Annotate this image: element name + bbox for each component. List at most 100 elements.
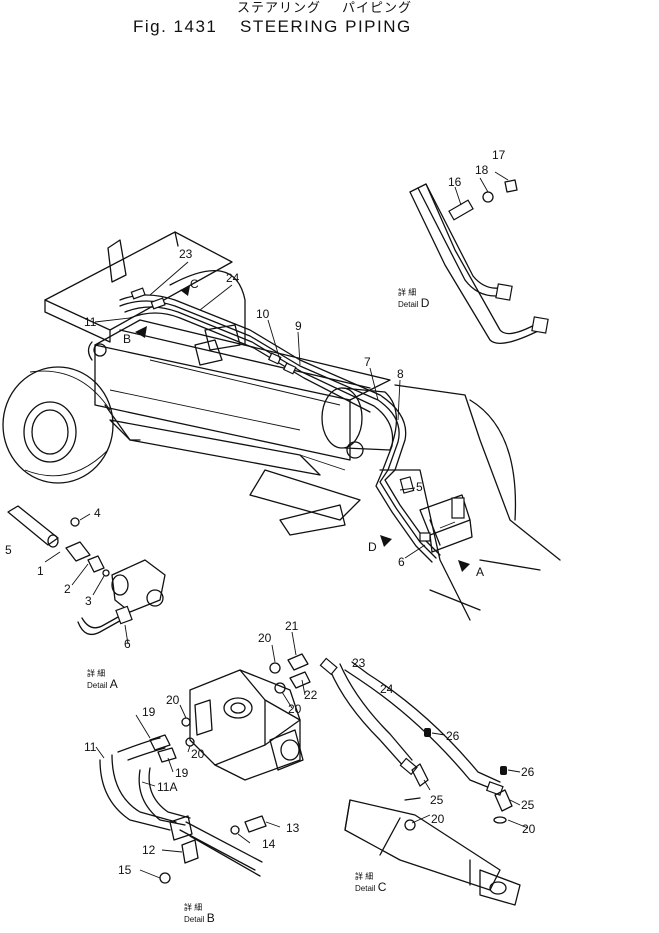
callout-11-detail: 11	[84, 740, 97, 754]
detail-c-text: Detail	[355, 884, 376, 894]
detail-c-view	[319, 657, 529, 906]
detail-parts-1-6	[7, 505, 166, 645]
detail-b-washer-14	[230, 825, 240, 835]
detail-d-jp: 詳 細	[398, 288, 417, 297]
detail-b-text: Detail	[184, 915, 205, 925]
callout-20-a1: 20	[258, 631, 272, 645]
detail-a-letter: A	[109, 677, 118, 692]
detail-c-plug-26	[424, 728, 431, 737]
callout-23-main: 23	[179, 247, 193, 261]
callout-20-a3: 20	[166, 693, 180, 707]
callout-19-b2: 19	[175, 766, 189, 780]
detail-c-hose-24	[344, 669, 496, 791]
detail-b-clamp-12	[181, 839, 199, 864]
detail-a-elbow-22	[289, 671, 311, 689]
view-mark-b: B	[123, 332, 132, 346]
callout-26-c2: 26	[521, 765, 535, 779]
part-5-pipe	[7, 505, 59, 546]
part-2-connector	[87, 555, 105, 573]
view-mark-a: A	[476, 565, 485, 579]
callout-20-a2: 20	[288, 702, 302, 716]
callout-26-c1: 26	[446, 729, 460, 743]
callout-20-c1: 20	[431, 812, 445, 826]
detail-d-bolt-17	[504, 179, 518, 193]
detail-b-hose-11a	[138, 769, 186, 826]
part-3-oring	[102, 569, 110, 577]
callout-5-main: 5	[416, 480, 423, 494]
part-4-nut	[70, 517, 80, 527]
header-jp-steering: ステアリング	[237, 1, 322, 16]
detail-c-hose-23	[329, 669, 406, 769]
callout-4: 4	[94, 506, 101, 520]
tire	[2, 366, 114, 484]
detail-c-elbow-25	[411, 763, 429, 787]
callout-2: 2	[64, 582, 71, 596]
detail-d-view	[409, 171, 549, 344]
callout-25-c1: 25	[430, 793, 444, 807]
rear-frame-bracket	[44, 231, 233, 331]
callout-6-main: 6	[398, 555, 405, 569]
detail-b-view	[95, 714, 281, 884]
callout-17: 17	[492, 148, 506, 162]
callout-10: 10	[256, 307, 270, 321]
detail-b-jp: 詳 細	[184, 903, 203, 912]
detail-a-text: Detail	[87, 681, 108, 691]
callout-1: 1	[37, 564, 44, 578]
detail-b-bolt-13	[244, 815, 267, 833]
callout-16: 16	[448, 175, 462, 189]
detail-a-view	[179, 631, 311, 781]
page-title: STEERING PIPING	[240, 17, 412, 36]
detail-c-letter: C	[377, 880, 387, 895]
hose-10	[119, 300, 437, 559]
tire-hub	[23, 401, 77, 463]
detail-a-jp: 詳 細	[87, 669, 106, 678]
callout-13: 13	[286, 821, 300, 835]
callout-20-a4: 20	[191, 747, 205, 761]
callout-11a: 11A	[157, 780, 178, 794]
callout-12: 12	[142, 843, 156, 857]
callout-6-detail: 6	[124, 637, 131, 651]
detail-b-fitting-19	[149, 734, 171, 751]
callout-19-b1: 19	[142, 705, 156, 719]
callout-15: 15	[118, 863, 132, 877]
callout-14: 14	[262, 837, 276, 851]
header-jp-piping: パイピング	[342, 1, 413, 16]
detail-c-jp: 詳 細	[355, 872, 374, 881]
detail-d-text: Detail	[398, 300, 419, 310]
detail-a-label: 詳 細 Detail A	[87, 669, 118, 692]
callout-20-c2: 20	[522, 822, 536, 836]
callout-18: 18	[475, 163, 489, 177]
callout-23-detail: 23	[352, 656, 366, 670]
main-assembly-view	[2, 231, 561, 621]
steering-block	[111, 559, 166, 613]
hose-9	[119, 294, 441, 556]
figure-number: Fig. 1431	[133, 17, 218, 36]
detail-d-washer-18	[482, 191, 494, 203]
part-1-fitting	[65, 541, 91, 562]
detail-c-label: 詳 細 Detail C	[355, 872, 387, 895]
callout-25-c2: 25	[521, 798, 535, 812]
callout-3: 3	[85, 594, 92, 608]
detail-b-hose-11	[99, 759, 171, 831]
detail-b-label: 詳 細 Detail B	[184, 903, 215, 926]
callout-9: 9	[295, 319, 302, 333]
detail-d-label: 詳 細 Detail D	[398, 288, 430, 311]
callout-24-detail: 24	[380, 682, 394, 696]
detail-a-oring-20	[269, 662, 281, 674]
callout-24-main: 24	[226, 271, 240, 285]
callout-11-main: 11	[84, 315, 97, 329]
main-frame-beam	[94, 344, 351, 461]
detail-a-elbow-21	[287, 653, 309, 671]
front-frame	[394, 384, 561, 561]
detail-b-letter: B	[206, 911, 215, 926]
callout-21: 21	[285, 619, 299, 633]
view-mark-c: C	[190, 277, 199, 291]
callout-7: 7	[364, 355, 371, 369]
detail-d-letter: D	[420, 296, 430, 311]
detail-d-pipe-16	[409, 187, 506, 297]
detail-b-nut-15	[159, 872, 171, 884]
callout-5-detail: 5	[5, 543, 12, 557]
callout-22: 22	[304, 688, 318, 702]
